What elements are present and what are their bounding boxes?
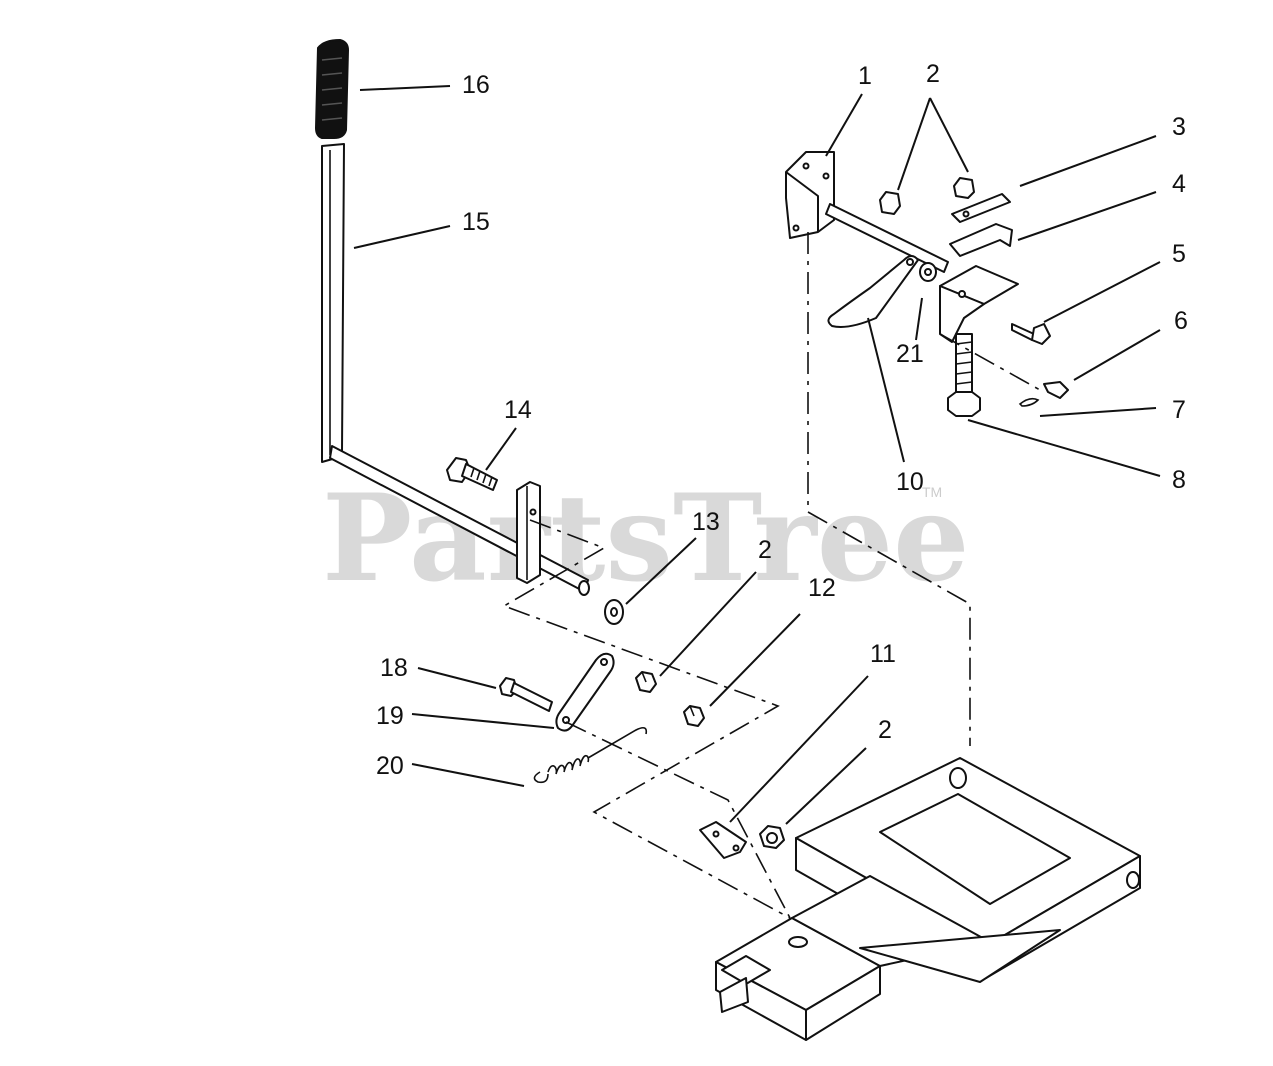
- arm-10: [827, 255, 919, 328]
- spring-20: [533, 726, 648, 784]
- pin-6: [1043, 381, 1069, 399]
- frame-assembly: [715, 757, 1141, 1041]
- bolt-18: [499, 677, 553, 712]
- bracket-1: [785, 151, 835, 239]
- lever-arm-19: [555, 652, 615, 732]
- callout-3: 3: [1172, 113, 1186, 141]
- callout-10: 10: [896, 468, 924, 496]
- callout-13: 13: [692, 508, 720, 536]
- callout-19: 19: [376, 702, 404, 730]
- watermark-text: PartsTree: [322, 468, 969, 609]
- callout-21: 21: [896, 340, 924, 368]
- callout-2-middle: 2: [758, 536, 772, 564]
- clip-7: [1018, 397, 1040, 407]
- bolt-5: [1011, 323, 1051, 345]
- callout-16: 16: [462, 71, 490, 99]
- bolt-14: [446, 457, 498, 491]
- assembly-lines: [502, 232, 1041, 919]
- callout-4: 4: [1172, 170, 1186, 198]
- callout-2-lower: 2: [878, 716, 892, 744]
- callout-1: 1: [858, 62, 872, 90]
- callout-18: 18: [380, 654, 408, 682]
- callout-7: 7: [1172, 396, 1186, 424]
- pedal-pad: [314, 38, 350, 139]
- upright-plate: [516, 481, 541, 584]
- strap-3: [951, 193, 1011, 223]
- shaft-upper: [825, 203, 949, 273]
- leader-lines: [353, 85, 1161, 825]
- nut-2-lower: [759, 825, 785, 849]
- bracket-4: [949, 223, 1013, 257]
- callout-8: 8: [1172, 466, 1186, 494]
- callout-14: 14: [504, 396, 532, 424]
- callout-11: 11: [870, 640, 896, 668]
- washer-13: [604, 599, 624, 625]
- callout-5: 5: [1172, 240, 1186, 268]
- plate-11: [699, 821, 747, 859]
- callout-15: 15: [462, 208, 490, 236]
- pedal-lever-rod: [321, 143, 345, 463]
- callout-6: 6: [1174, 307, 1188, 335]
- callout-20: 20: [376, 752, 404, 780]
- callouts: 16 15 14 13 2 12 18 19 20 11 2 1 2 3 4 5…: [376, 60, 1188, 780]
- callout-2-upper: 2: [926, 60, 940, 88]
- nut-2-middle: [635, 671, 657, 693]
- bolt-8: [947, 333, 981, 417]
- watermark-trademark: TM: [922, 484, 942, 500]
- washer-21: [919, 262, 937, 282]
- nut-2-upper-right: [953, 177, 975, 199]
- nut-12: [683, 705, 705, 727]
- callout-12: 12: [808, 574, 836, 602]
- bracket-mount: [939, 265, 1019, 343]
- nut-2-upper-left: [879, 191, 901, 215]
